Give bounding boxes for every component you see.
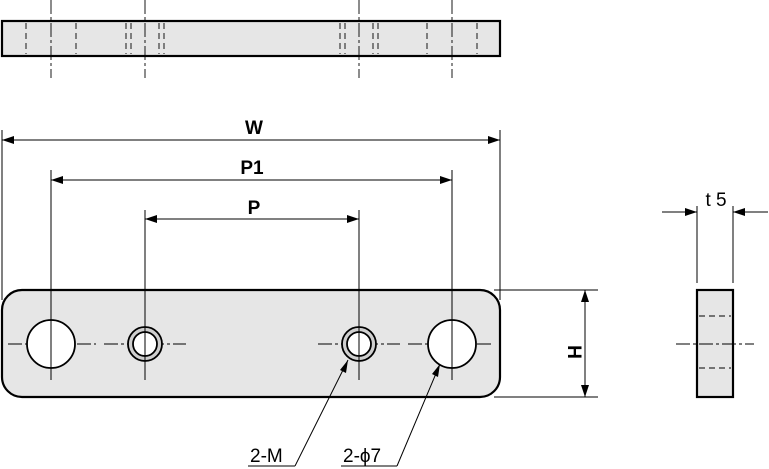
top-view-body [0, 19, 502, 58]
dimension-p-label: P [248, 198, 261, 219]
dimension-w: W [2, 118, 500, 144]
dimension-p1-label: P1 [240, 158, 264, 179]
front-view-body [0, 288, 502, 399]
side-view-body [695, 288, 735, 399]
side-view [676, 206, 754, 399]
hole-callout-label: 2-ϕ7 [343, 446, 381, 467]
leader-hole-callout: 2-ϕ7 [341, 363, 441, 467]
dimension-h: H [563, 290, 589, 397]
dimension-h-label: H [563, 345, 584, 359]
front-view [0, 130, 598, 399]
tap-callout-label: 2-M [250, 446, 283, 467]
dimension-t-label: t 5 [705, 190, 726, 211]
dimension-t: t 5 [662, 190, 768, 216]
leader-tap-callout: 2-M [248, 359, 349, 467]
dimension-w-label: W [245, 118, 263, 139]
top-view [0, 0, 502, 78]
dimension-p: P [145, 198, 359, 223]
dimension-p1: P1 [51, 158, 452, 184]
